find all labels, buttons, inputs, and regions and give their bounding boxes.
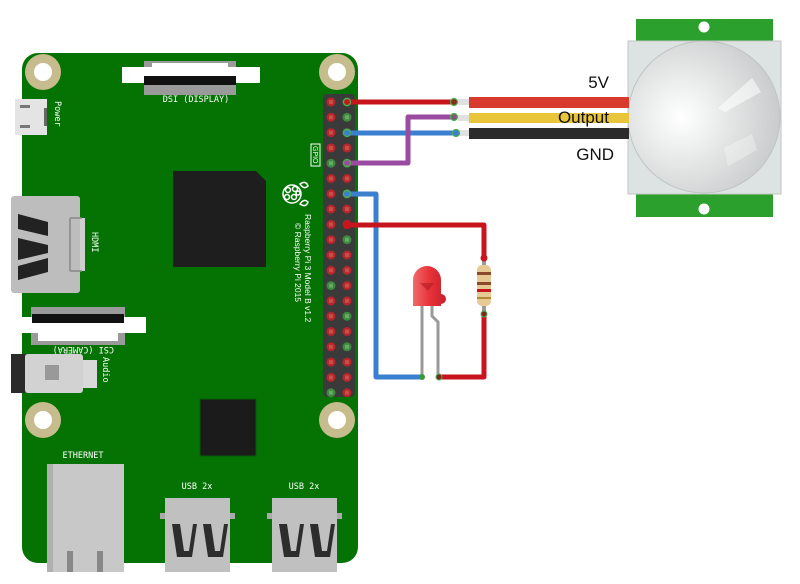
gpio-pin-pad: [345, 360, 349, 365]
sensor-pin-label-output: Output: [558, 108, 609, 127]
gpio-pin-pad: [329, 237, 333, 242]
gpio-pin-pad: [345, 207, 349, 212]
usb-label-1: USB 2x: [182, 482, 213, 492]
gpio-pin-pad: [345, 176, 349, 181]
pir-sensor: [627, 19, 782, 217]
gpio-pin-pad: [329, 298, 333, 303]
fresnel-dome: [627, 40, 781, 194]
soc-chip: [173, 171, 266, 267]
hdmi-connector: [11, 196, 85, 293]
gpio-pin-pad: [329, 191, 333, 196]
gpio-pin-pad: [329, 130, 333, 135]
gpio-pin-pad: [345, 329, 349, 334]
gpio-pin-pad: [345, 283, 349, 288]
ethernet-label: ETHERNET: [63, 451, 104, 461]
power-connector: [15, 99, 47, 135]
gpio-pin-pad: [345, 253, 349, 257]
gpio-pin-pad: [329, 253, 333, 257]
raspberry-pi-board: DSI (DISPLAY) Power HDMI CSI (CAMERA): [11, 53, 358, 572]
gpio-pin-pad: [329, 176, 333, 181]
usb-port-1: [160, 498, 235, 572]
gpio-pin-pad: [329, 360, 333, 365]
gpio-pin-pad: [345, 298, 349, 303]
red-led: [413, 266, 446, 381]
wire-led-gnd[interactable]: [344, 191, 425, 380]
gpio-pin-pad: [329, 314, 333, 319]
gpio-pin-pad: [345, 390, 349, 395]
lead-5v: [469, 97, 629, 108]
wire-led-signal[interactable]: [344, 222, 487, 261]
pcb: [22, 53, 358, 563]
usb-lan-chip: [199, 398, 257, 457]
gpio-pin-pad: [345, 268, 349, 273]
gpio-pin-pad: [345, 115, 349, 120]
board-model-label: Raspberry Pi 3 Model B v1.2: [303, 214, 313, 322]
gpio-pin-pad: [345, 145, 349, 150]
dsi-connector: [122, 61, 260, 95]
ethernet-port: [47, 464, 124, 572]
gpio-pin-pad: [345, 375, 349, 380]
gpio-pin-pad: [329, 145, 333, 150]
lead-output: [469, 113, 629, 123]
wire-output[interactable]: [344, 114, 457, 166]
mount-hole-bottom-right: [319, 402, 355, 438]
sensor-pin-label-5v: 5V: [588, 73, 609, 92]
csi-connector: [22, 307, 146, 345]
gpio-pin-pad: [329, 100, 333, 104]
power-label: Power: [52, 101, 62, 127]
usb-label-2: USB 2x: [289, 482, 320, 492]
mount-hole-bottom-left: [25, 402, 61, 438]
gpio-label-box: [310, 143, 321, 167]
dsi-label: DSI (DISPLAY): [163, 95, 230, 105]
raspberry-logo-icon: [282, 181, 309, 207]
gpio-pin-pad: [345, 344, 349, 349]
gpio-pin-pad: [329, 268, 333, 273]
wire-led-return[interactable]: [436, 311, 487, 380]
gpio-pin-pad: [345, 314, 349, 319]
sensor-leads: [458, 97, 629, 139]
board-copyright-label: © Raspberry Pi 2015: [293, 223, 303, 302]
hdmi-label: HDMI: [89, 232, 99, 252]
gpio-pin-pad: [345, 237, 349, 242]
gpio-pin-pad: [329, 329, 333, 334]
usb-port-2: [267, 498, 342, 572]
gpio-pin-pad: [329, 115, 333, 120]
audio-label: Audio: [100, 357, 110, 383]
gpio-pin-pad: [329, 390, 333, 395]
audio-jack: [11, 354, 97, 393]
gpio-pin-pad: [329, 207, 333, 212]
mount-hole-top-right: [319, 54, 355, 90]
sensor-pin-label-gnd: GND: [576, 145, 614, 164]
gpio-pin-pad: [329, 161, 333, 166]
gpio-header: [323, 94, 355, 397]
gpio-pin-pad: [329, 222, 333, 227]
gpio-pin-pad: [329, 375, 333, 380]
gpio-label: GPIO: [311, 146, 318, 164]
resistor: [477, 254, 491, 318]
mount-hole-top-left: [25, 54, 61, 90]
lead-gnd: [469, 128, 629, 139]
csi-label: CSI (CAMERA): [53, 344, 114, 354]
gpio-pin-pad: [329, 344, 333, 349]
gpio-pin-pad: [329, 283, 333, 288]
wire-endpoints: [342, 97, 461, 229]
